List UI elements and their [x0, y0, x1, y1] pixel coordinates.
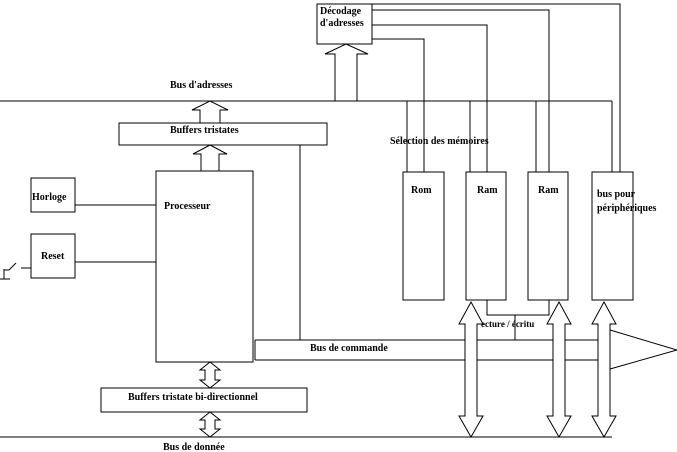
select-line-ram1 [372, 24, 488, 172]
peripheral-bus-box [591, 171, 634, 301]
ram1-box [465, 171, 507, 301]
peripheral-bus-label-2: périphériques [597, 203, 657, 214]
reset-box [30, 233, 76, 279]
data-arrow-ram1 [458, 300, 484, 439]
memory-selection-label: Sélection des mémoires [390, 136, 489, 147]
arrow-processor-bidir [198, 361, 222, 389]
ram1-label: Ram [477, 185, 498, 196]
reset-label: Reset [41, 251, 65, 262]
arrow-up-to-address-bus [191, 100, 229, 123]
read-write-line [486, 300, 550, 316]
select-line-ram2 [372, 9, 550, 172]
peripheral-bus-label-1: bus pour [597, 189, 636, 200]
rom-label: Rom [411, 185, 432, 196]
read-write-label: ecture / écritu [481, 319, 534, 329]
bidir-buffers-box [100, 387, 308, 413]
processor-box [155, 170, 254, 363]
arrow-up-to-buffers [192, 144, 228, 171]
tristate-buffers-box [118, 122, 328, 146]
tristate-buffers-label: Buffers tristates [170, 125, 239, 136]
ram2-label: Ram [538, 185, 559, 196]
command-bus-arrowhead [609, 329, 677, 370]
data-bus-label: Bus de donnée [163, 442, 225, 452]
clock-box [30, 177, 76, 213]
arrow-bidir-databus [198, 411, 222, 438]
address-decoder-label-2: d'adresses [320, 18, 364, 29]
ram2-box [527, 171, 569, 301]
address-bus-label: Bus d'adresses [170, 80, 232, 91]
reset-switch-icon [0, 262, 31, 280]
address-decoder-box [316, 3, 373, 45]
processor-label: Processeur [164, 201, 211, 212]
data-arrow-ram2 [546, 300, 572, 439]
select-line-rom [372, 38, 425, 172]
bidir-buffers-label: Buffers tristate bi-directionnel [128, 392, 258, 403]
rom-box [402, 171, 445, 301]
data-arrow-peripherals [591, 300, 617, 439]
arrow-up-to-decoder [324, 43, 369, 101]
command-bus-label: Bus de commande [310, 343, 388, 354]
address-decoder-label-1: Décodage [320, 6, 362, 17]
clock-label: Horloge [32, 192, 67, 203]
